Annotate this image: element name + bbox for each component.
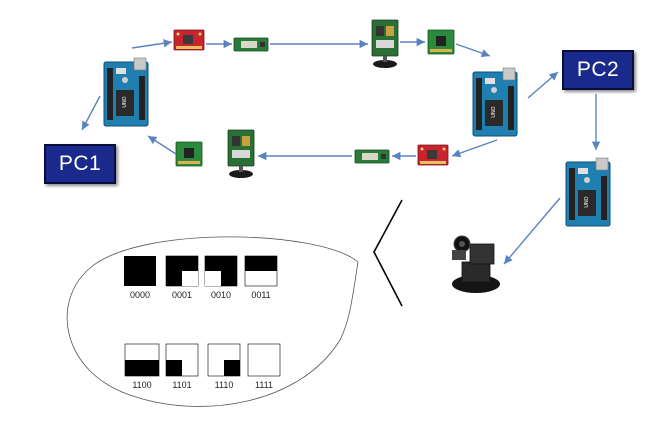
pattern-code-1101: 1101 (172, 380, 191, 390)
pc1-label: PC1 (58, 152, 102, 175)
pattern-1110 (207, 343, 241, 377)
arduino-board-icon (472, 67, 518, 137)
pattern-code-0010: 0010 (211, 290, 231, 300)
flow-arrows (81, 37, 601, 265)
pattern-0010 (204, 255, 238, 287)
pattern-code-1100: 1100 (132, 380, 151, 390)
rf-chip-module-icon (427, 29, 455, 55)
rf-receiver-icon (173, 29, 205, 51)
rf-receiver-icon (417, 144, 449, 166)
pattern-1100 (124, 343, 160, 377)
camera-pan-tilt-icon (452, 235, 500, 293)
camera-view-lines (373, 199, 403, 307)
pattern-code-0011: 0011 (251, 290, 270, 300)
pattern-1111 (247, 343, 281, 377)
pattern-0001 (165, 255, 199, 287)
arduino-board-icon (103, 57, 149, 127)
rf-transmitter-icon (354, 149, 390, 164)
arduino-board-icon (565, 157, 611, 227)
pc1-box: PC1 (44, 144, 116, 184)
rf-transmitter-icon (233, 37, 269, 52)
pattern-code-0000: 0000 (130, 290, 150, 300)
pattern-code-1111: 1111 (255, 380, 273, 390)
rf-chip-module-icon (175, 141, 203, 167)
rf-module-antenna-icon (371, 19, 399, 69)
pattern-0000 (124, 256, 156, 286)
pattern-code-1110: 1110 (215, 380, 234, 390)
pattern-1101 (165, 343, 199, 377)
pattern-code-0001: 0001 (172, 290, 192, 300)
pc2-box: PC2 (562, 50, 634, 90)
pattern-0011 (244, 255, 278, 287)
pc2-label: PC2 (576, 58, 620, 81)
rf-module-antenna-icon (227, 129, 255, 179)
